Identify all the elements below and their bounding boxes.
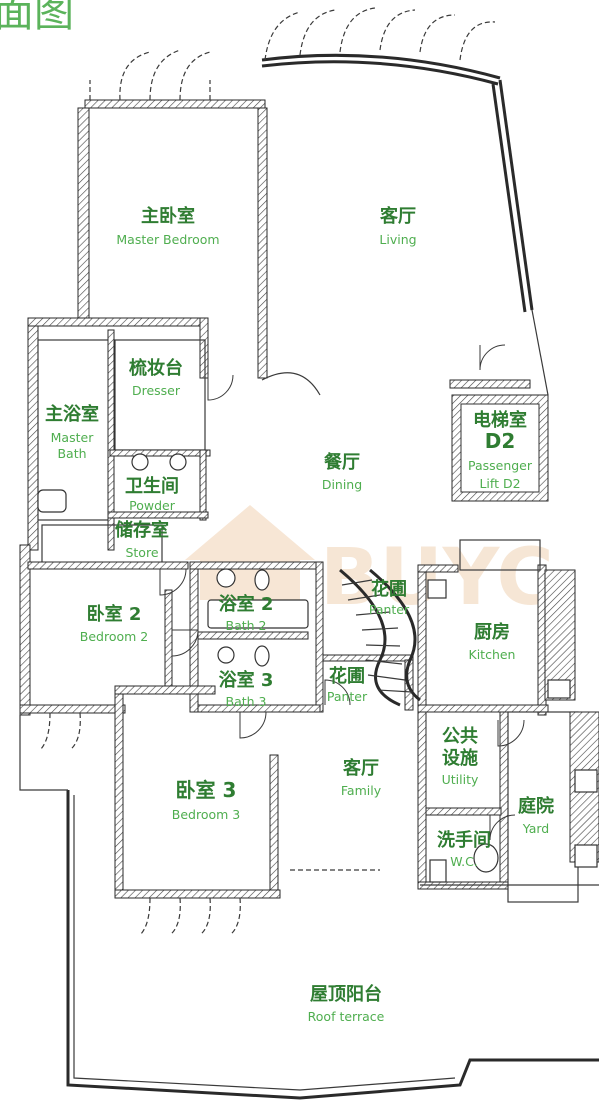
room-powder: 卫生间 Powder <box>125 475 179 513</box>
room-bath-2: 浴室 2 Bath 2 <box>219 593 274 633</box>
bedroom2-zh: 卧室 2 <box>87 603 142 625</box>
header-title: 面图 <box>0 0 74 36</box>
master-bath-en-1: Master <box>51 430 95 445</box>
bedroom2-en: Bedroom 2 <box>80 629 148 644</box>
room-master-bedroom: 主卧室 Master Bedroom <box>116 205 219 247</box>
room-utility: 公共 设施 Utility <box>442 726 479 787</box>
panter2-en: Panter <box>327 689 368 704</box>
master-bedroom-en: Master Bedroom <box>116 232 219 247</box>
room-kitchen: 厨房 Kitchen <box>469 621 516 662</box>
room-bath-3: 浴室 3 Bath 3 <box>219 669 274 709</box>
room-dining: 餐厅 Dining <box>322 451 362 492</box>
room-wc: 洗手间 W.C. <box>437 829 491 869</box>
room-master-bath: 主浴室 Master Bath <box>45 403 99 461</box>
staircase <box>261 372 421 707</box>
bath3-en: Bath 3 <box>226 694 267 709</box>
dining-zh: 餐厅 <box>323 451 360 473</box>
wc-zh: 洗手间 <box>437 829 491 851</box>
yard-en: Yard <box>522 821 549 836</box>
store-en: Store <box>125 545 158 560</box>
store-zh: 储存室 <box>114 519 169 541</box>
panter1-zh: 花圃 <box>371 578 407 600</box>
room-family: 客厅 Family <box>341 757 382 798</box>
lift-en-1: Passenger <box>468 458 533 473</box>
bath2-zh: 浴室 2 <box>219 593 274 615</box>
bath2-en: Bath 2 <box>226 618 267 633</box>
room-dresser: 梳妆台 Dresser <box>129 357 183 398</box>
room-yard: 庭院 Yard <box>518 795 554 836</box>
dining-en: Dining <box>322 477 362 492</box>
master-bedroom-zh: 主卧室 <box>141 205 195 227</box>
room-store: 储存室 Store <box>114 519 169 560</box>
kitchen-zh: 厨房 <box>474 621 510 643</box>
doors <box>159 344 525 841</box>
room-bedroom-2: 卧室 2 Bedroom 2 <box>80 603 148 644</box>
watermark-text: BUYC <box>320 533 554 623</box>
dresser-en: Dresser <box>132 383 181 398</box>
room-lift: 电梯室 D2 Passenger Lift D2 <box>468 409 533 491</box>
roof-terrace-en: Roof terrace <box>308 1009 385 1024</box>
lift-zh-1: 电梯室 <box>473 409 527 431</box>
living-en: Living <box>379 232 416 247</box>
walls <box>19 53 599 1100</box>
bedroom3-zh: 卧室 3 <box>176 778 237 802</box>
folding-windows <box>39 7 496 936</box>
utility-en: Utility <box>442 772 479 787</box>
master-bath-en-2: Bath <box>57 446 86 461</box>
panter2-zh: 花圃 <box>329 665 365 687</box>
room-bedroom-3: 卧室 3 Bedroom 3 <box>172 778 240 822</box>
lift-en-2: Lift D2 <box>479 476 520 491</box>
living-zh: 客厅 <box>380 205 416 227</box>
lift-zh-2: D2 <box>485 429 516 453</box>
powder-zh: 卫生间 <box>125 475 179 497</box>
roof-terrace-zh: 屋顶阳台 <box>310 983 382 1005</box>
dresser-zh: 梳妆台 <box>129 357 183 379</box>
fixtures <box>37 453 598 883</box>
room-living: 客厅 Living <box>379 205 416 247</box>
room-roof-terrace: 屋顶阳台 Roof terrace <box>308 983 385 1024</box>
kitchen-en: Kitchen <box>469 647 516 662</box>
utility-zh-1: 公共 <box>442 726 478 747</box>
bedroom3-en: Bedroom 3 <box>172 807 240 822</box>
yard-zh: 庭院 <box>518 795 554 817</box>
panter1-en: Panter <box>369 602 410 617</box>
room-panter-2: 花圃 Panter <box>327 665 368 704</box>
wc-en: W.C. <box>450 854 478 869</box>
family-zh: 客厅 <box>343 757 379 779</box>
bath3-zh: 浴室 3 <box>219 669 274 691</box>
powder-en: Powder <box>129 498 176 513</box>
utility-zh-2: 设施 <box>442 747 478 769</box>
master-bath-zh: 主浴室 <box>45 403 99 425</box>
room-panter-1: 花圃 Panter <box>369 578 410 617</box>
family-en: Family <box>341 783 382 798</box>
